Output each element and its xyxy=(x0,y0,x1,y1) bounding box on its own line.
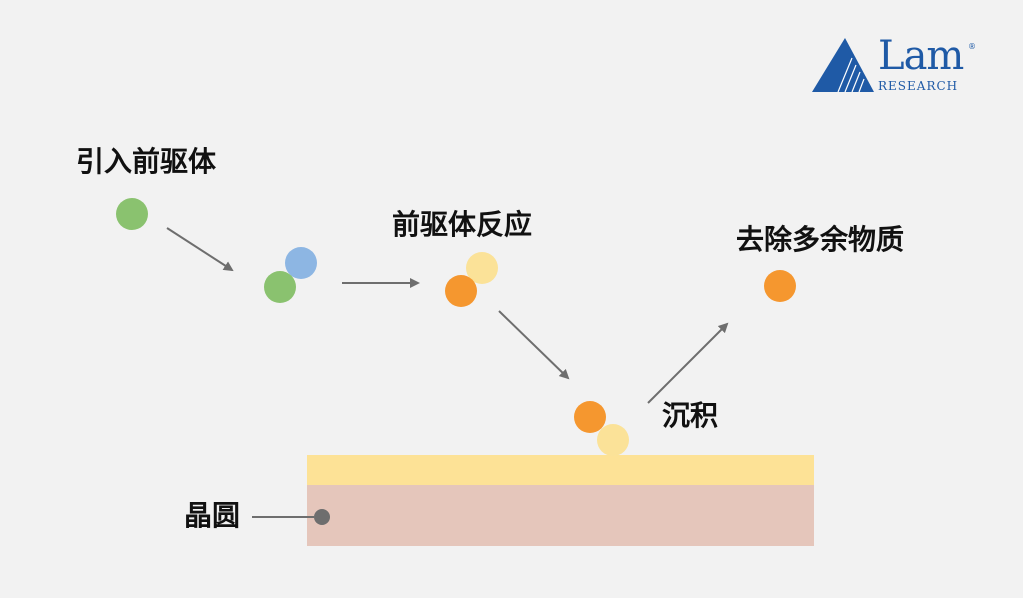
lam-research-logo: Lam ® RESEARCH xyxy=(810,34,980,96)
label-precursor-reaction: 前驱体反应 xyxy=(392,208,533,241)
deposited-film-layer xyxy=(307,455,814,485)
reaction-product-yellow xyxy=(466,252,498,284)
precursor-pair-blue xyxy=(285,247,317,279)
precursor-molecule-green xyxy=(116,198,148,230)
label-remove-excess: 去除多余物质 xyxy=(736,223,905,256)
arrow-introduce-to-pair xyxy=(166,227,234,272)
lam-logo-triangle-icon xyxy=(812,38,874,93)
wafer-substrate xyxy=(307,484,814,546)
logo-subtitle-text: RESEARCH xyxy=(878,79,959,93)
arrow-deposit-to-remove xyxy=(647,322,729,404)
deposit-molecule-yellow xyxy=(597,424,629,456)
reaction-product-orange xyxy=(445,275,477,307)
arrow-react-to-deposit xyxy=(498,310,570,380)
precursor-pair-green xyxy=(264,271,296,303)
label-deposition: 沉积 xyxy=(662,399,719,432)
byproduct-molecule-orange xyxy=(764,270,796,302)
logo-registered-mark: ® xyxy=(968,42,976,51)
deposit-molecule-orange xyxy=(574,401,606,433)
label-introduce-precursor: 引入前驱体 xyxy=(76,145,217,178)
label-wafer: 晶圆 xyxy=(184,499,241,532)
wafer-pointer-dot xyxy=(314,509,330,525)
logo-name-text: Lam xyxy=(878,33,964,79)
